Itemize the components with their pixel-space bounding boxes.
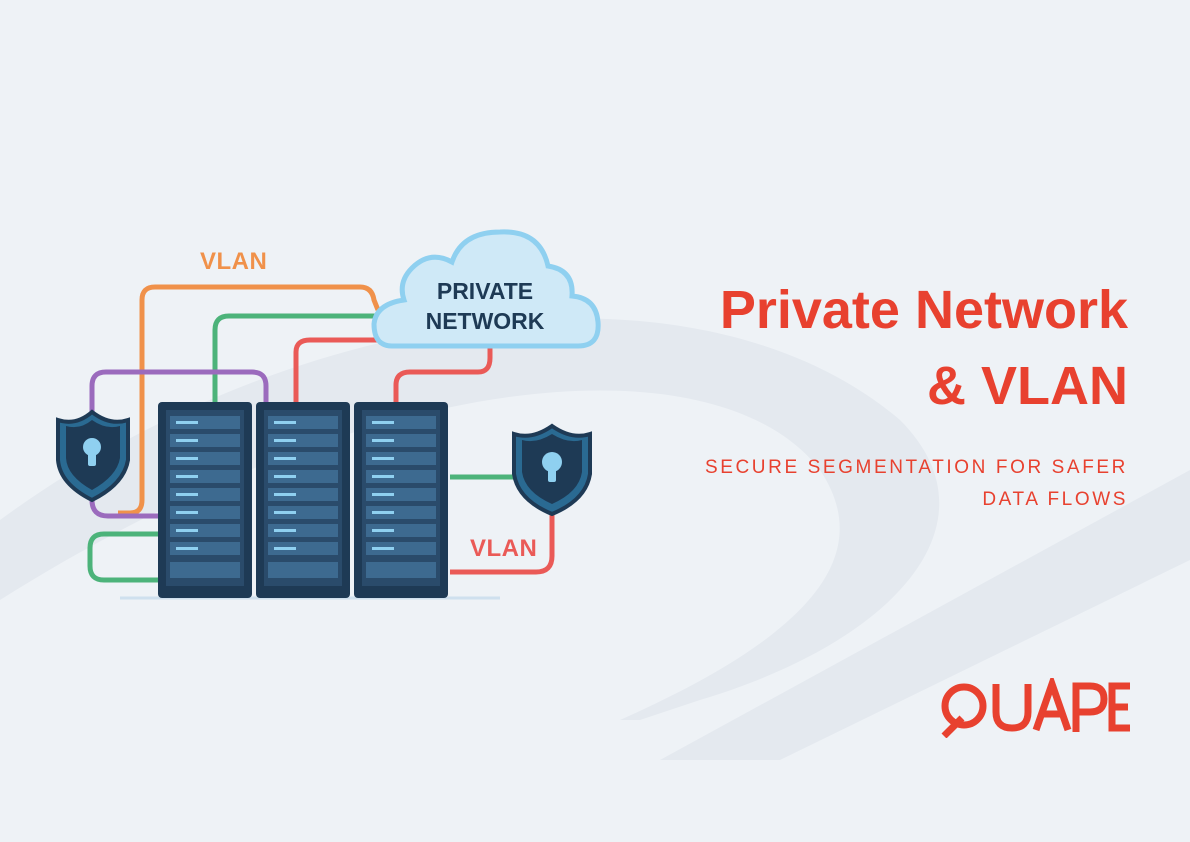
cloud-icon bbox=[371, 229, 601, 349]
page-subtitle-line2: DATA FLOWS bbox=[982, 489, 1128, 510]
shield-lock-icon bbox=[512, 423, 592, 517]
orange-cable bbox=[118, 284, 381, 516]
page-title-line1: Private Network bbox=[719, 280, 1128, 340]
green-cable-bottom bbox=[87, 531, 158, 583]
red-cable-top bbox=[293, 337, 395, 402]
server-rack-icon bbox=[354, 402, 448, 598]
red-cable-right bbox=[393, 342, 493, 402]
cloud-label-line2: NETWORK bbox=[425, 308, 545, 334]
network-illustration bbox=[56, 229, 601, 600]
shield-lock-icon bbox=[56, 409, 130, 503]
green-cable-top bbox=[212, 313, 380, 402]
page-title-line2: & VLAN bbox=[927, 356, 1128, 416]
server-rack-icon bbox=[256, 402, 350, 598]
cloud-label: PRIVATE NETWORK bbox=[395, 276, 575, 336]
server-rack-icon bbox=[158, 402, 252, 598]
purple-cable-top bbox=[89, 369, 269, 415]
page-subtitle-line1: SECURE SEGMENTATION FOR SAFER bbox=[704, 457, 1128, 478]
page-title: Private Network & VLAN bbox=[608, 272, 1128, 424]
quape-logo bbox=[941, 678, 1130, 738]
vlan-label-top: VLAN bbox=[200, 248, 268, 275]
cloud-label-line1: PRIVATE bbox=[436, 278, 534, 304]
red-cable-bottom bbox=[450, 510, 555, 575]
vlan-label-bottom: VLAN bbox=[470, 535, 538, 562]
page-subtitle: SECURE SEGMENTATION FOR SAFER DATA FLOWS bbox=[648, 452, 1128, 516]
